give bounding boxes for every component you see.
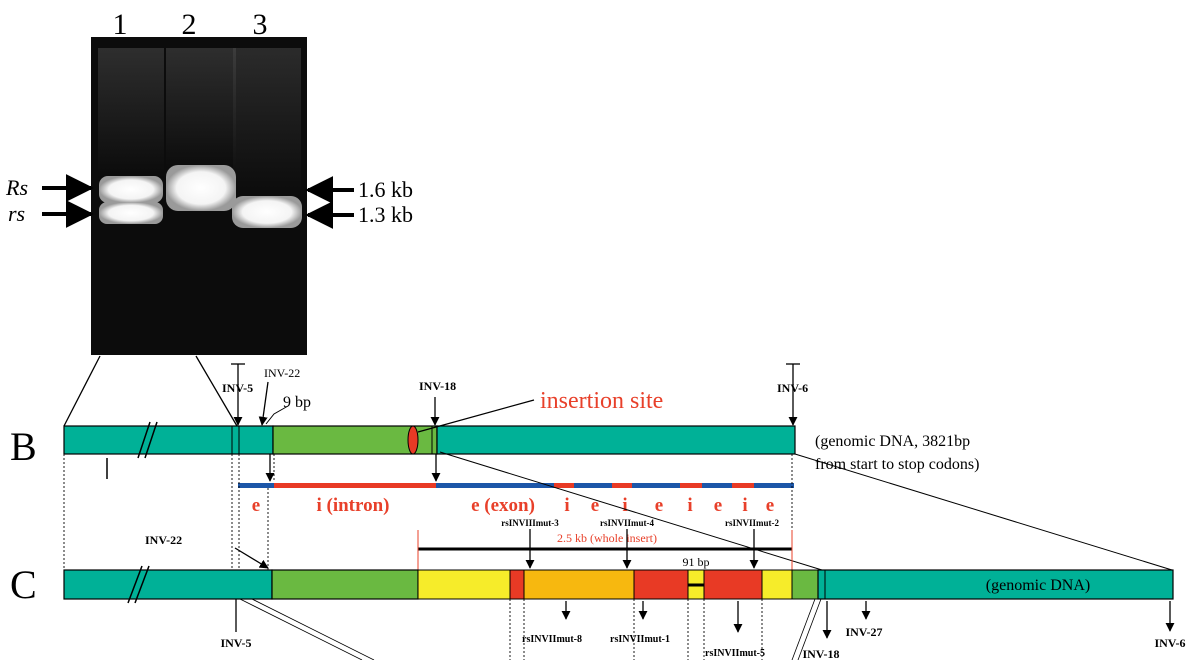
panel-c-yellow-1 <box>417 569 511 600</box>
primer-inv6-label: INV-6 <box>777 381 808 395</box>
panel-b-note-line-1: (genomic DNA, 3821bp <box>815 433 970 450</box>
gel-panel: 1 2 3 Rs rs 1.6 kb 1.3 kb <box>5 8 413 355</box>
track-e1 <box>238 483 274 488</box>
track-i2 <box>554 483 574 488</box>
primer-c-inv27-label: INV-27 <box>845 625 882 639</box>
insert-length-label: 2.5 kb (whole insert) <box>557 531 657 545</box>
gel-label-rs: rs <box>8 201 25 226</box>
track-e5 <box>702 483 732 488</box>
panel-b-teal-left <box>63 425 274 455</box>
segment-label-i3: i <box>622 495 627 516</box>
track-i3 <box>612 483 632 488</box>
track-e4 <box>632 483 680 488</box>
insertion-site-label: insertion site <box>540 388 663 414</box>
panel-connectors <box>63 451 1173 571</box>
gel-smear-lane-1 <box>98 48 164 178</box>
insertion-site-oval <box>407 425 419 455</box>
primer-mut2-label: rsINVIImut-2 <box>725 518 780 528</box>
panel-c-diag-3 <box>791 598 816 660</box>
panel-c-diag-4 <box>797 598 822 660</box>
bp-91-label: 91 bp <box>683 555 710 569</box>
panel-c-teal-left <box>63 569 273 600</box>
segment-label-e5: e <box>714 495 722 516</box>
panel-b: B INV-5 INV-22 9 bp INV-18 INV-6 inserti… <box>10 363 979 516</box>
panel-c: C 2.5 kb (whole insert) (genomic DNA) 91… <box>10 518 1186 660</box>
primer-c-inv6-label: INV-6 <box>1154 636 1185 650</box>
track-e6 <box>754 483 794 488</box>
panel-c-red-2 <box>633 569 689 600</box>
gel-smear-lane-2 <box>166 48 236 173</box>
primer-mut3-label: rsINVIIImut-3 <box>501 518 559 528</box>
panel-c-break-1 <box>127 565 143 604</box>
primer-inv5-label: INV-5 <box>222 381 253 395</box>
primer-mut4-label: rsINVIImut-4 <box>600 518 655 528</box>
panel-c-diag-1 <box>239 598 363 660</box>
primer-c-inv5-label: INV-5 <box>220 636 251 650</box>
gel-lane-3-label: 3 <box>253 8 268 41</box>
panel-b-break-1 <box>137 421 151 459</box>
gel-smear-lane-3 <box>233 48 301 198</box>
gel-lane-2-label: 2 <box>182 8 197 41</box>
segment-label-intron: i (intron) <box>316 495 389 516</box>
track-intron <box>274 483 436 488</box>
segment-label-i5: i <box>742 495 747 516</box>
panel-b-teal-right <box>436 425 796 455</box>
panel-c-red-3 <box>703 569 763 600</box>
insertion-site-pointer <box>417 399 535 433</box>
panel-b-note-line-2: from start to stop codons) <box>815 456 979 473</box>
gel-band-lane3-1.3kb <box>232 196 302 228</box>
segment-label-e1: e <box>252 495 260 516</box>
gel-label-1.3kb: 1.3 kb <box>358 202 413 227</box>
gel-band-lane1-rs-upper <box>99 176 163 203</box>
gel-band-lane2-1.6kb <box>166 165 236 211</box>
panel-c-orange-1 <box>523 569 635 600</box>
primer-mut1-label: rsINVIImut-1 <box>610 634 670 645</box>
panel-c-letter: C <box>10 562 37 607</box>
segment-label-i4: i <box>687 495 692 516</box>
genomic-dna-label: (genomic DNA) <box>986 577 1090 594</box>
track-exon <box>436 483 554 488</box>
segment-label-i2: i <box>564 495 569 516</box>
panel-c-break-2 <box>134 565 150 604</box>
segment-label-e6: e <box>766 495 774 516</box>
gel-band-lane1-rs-lower <box>99 202 163 224</box>
gel-label-1.6kb: 1.6 kb <box>358 177 413 202</box>
panel-c-green-left <box>271 569 419 600</box>
gel-lane-1-label: 1 <box>113 8 128 41</box>
gap-9bp-label: 9 bp <box>283 394 311 411</box>
panel-c-diag-2 <box>251 598 375 660</box>
zoom-line-right <box>195 355 238 427</box>
primer-inv18-label: INV-18 <box>419 379 456 393</box>
primer-c-inv18-label: INV-18 <box>802 647 839 660</box>
track-e3 <box>574 483 612 488</box>
gap-9bp-bracket <box>265 405 289 425</box>
panel-c-green-right <box>791 569 819 600</box>
segment-label-e4: e <box>655 495 663 516</box>
panel-c-red-1 <box>509 569 525 600</box>
primer-inv22-label: INV-22 <box>264 366 300 380</box>
track-i4 <box>680 483 702 488</box>
track-i5 <box>732 483 754 488</box>
primer-c-inv22-arrow <box>234 547 269 569</box>
panel-c-teal-right <box>817 569 1174 600</box>
primer-mut8-label: rsINVIImut-8 <box>522 634 582 645</box>
segment-label-e3: e <box>591 495 599 516</box>
gel-label-Rs: Rs <box>5 175 28 200</box>
panel-b-break-2 <box>144 421 158 459</box>
primer-inv22-arrow <box>258 381 269 426</box>
primer-mut5-label: rsINVIImut-5 <box>705 648 765 659</box>
zoom-line-left <box>63 355 101 427</box>
primer-c-inv22-label: INV-22 <box>145 533 182 547</box>
segment-label-exon: e (exon) <box>471 495 535 516</box>
panel-b-letter: B <box>10 424 37 469</box>
panel-c-yellow-2 <box>761 569 793 600</box>
